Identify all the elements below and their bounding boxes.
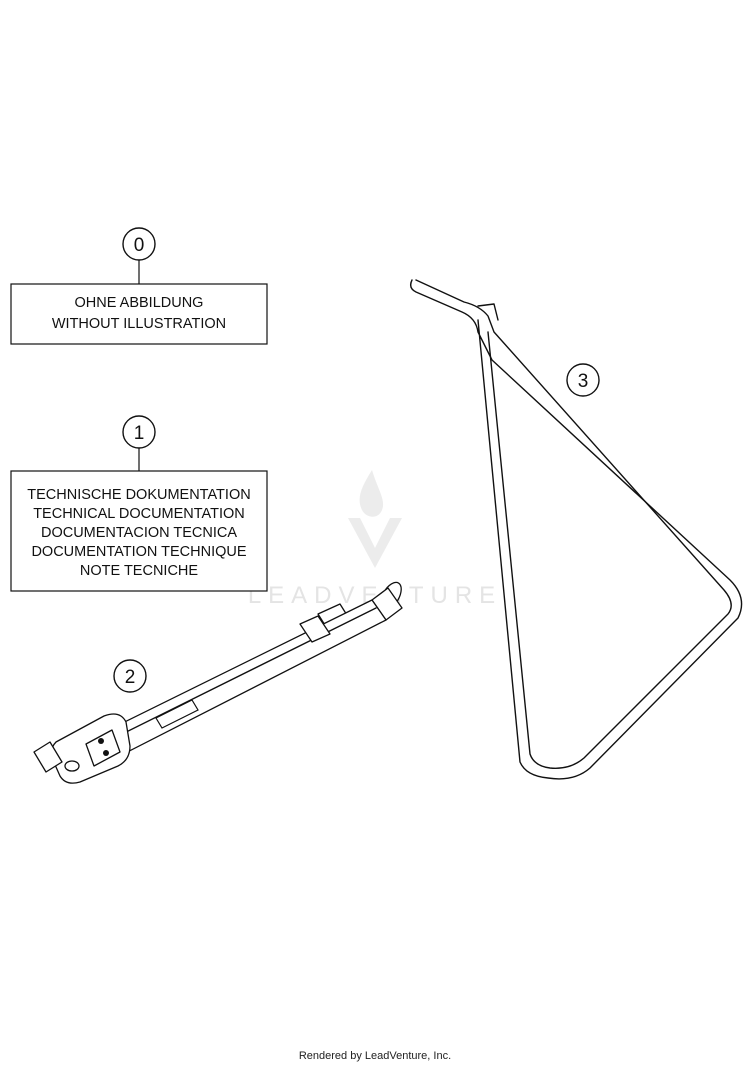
watermark-logo-icon [348, 518, 402, 568]
pump-gauge-face [85, 729, 121, 767]
callout-1[interactable]: 1 [122, 415, 156, 449]
callout-3-number: 3 [578, 371, 589, 392]
note-line: OHNE ABBILDUNG [75, 295, 204, 311]
callout-2-number: 2 [125, 667, 136, 688]
callout-2-circle [113, 659, 147, 693]
note-technical-documentation: TECHNISCHE DOKUMENTATION TECHNICAL DOCUM… [10, 470, 268, 592]
pump-thumb-lever [64, 760, 80, 772]
pump-gauge-button-icon [103, 750, 109, 756]
pump-valve-connector [33, 741, 63, 773]
watermark: LEADVENTURE [248, 470, 495, 609]
side-stand-inner [415, 279, 732, 769]
note-without-illustration-box [10, 283, 268, 345]
callout-0-number: 0 [134, 235, 145, 256]
note-line: TECHNICAL DOCUMENTATION [33, 506, 245, 522]
watermark-flame-icon [359, 470, 384, 517]
note-line: DOCUMENTACION TECNICA [41, 525, 237, 541]
pump-clamp [299, 615, 331, 643]
note-line: WITHOUT ILLUSTRATION [52, 316, 226, 332]
note-line: TECHNISCHE DOKUMENTATION [27, 487, 250, 503]
note-line: NOTE TECNICHE [80, 563, 198, 579]
callout-3-circle [566, 363, 600, 397]
callout-0[interactable]: 0 [122, 227, 156, 261]
part-2-air-pump[interactable] [33, 579, 405, 784]
callout-3[interactable]: 3 [566, 363, 600, 397]
pump-logo-icon [155, 699, 199, 729]
part-3-side-stand[interactable] [409, 279, 743, 780]
note-without-illustration: OHNE ABBILDUNG WITHOUT ILLUSTRATION [10, 283, 268, 345]
pump-gauge-button-icon [98, 738, 104, 744]
note-technical-documentation-box [10, 470, 268, 592]
callout-1-number: 1 [134, 423, 145, 444]
callout-2[interactable]: 2 [113, 659, 147, 693]
note-line: DOCUMENTATION TECHNIQUE [31, 544, 246, 560]
side-stand-tube-top [477, 303, 499, 321]
footer-credit: Rendered by LeadVenture, Inc. [298, 1050, 452, 1062]
side-stand-outer [409, 279, 743, 780]
